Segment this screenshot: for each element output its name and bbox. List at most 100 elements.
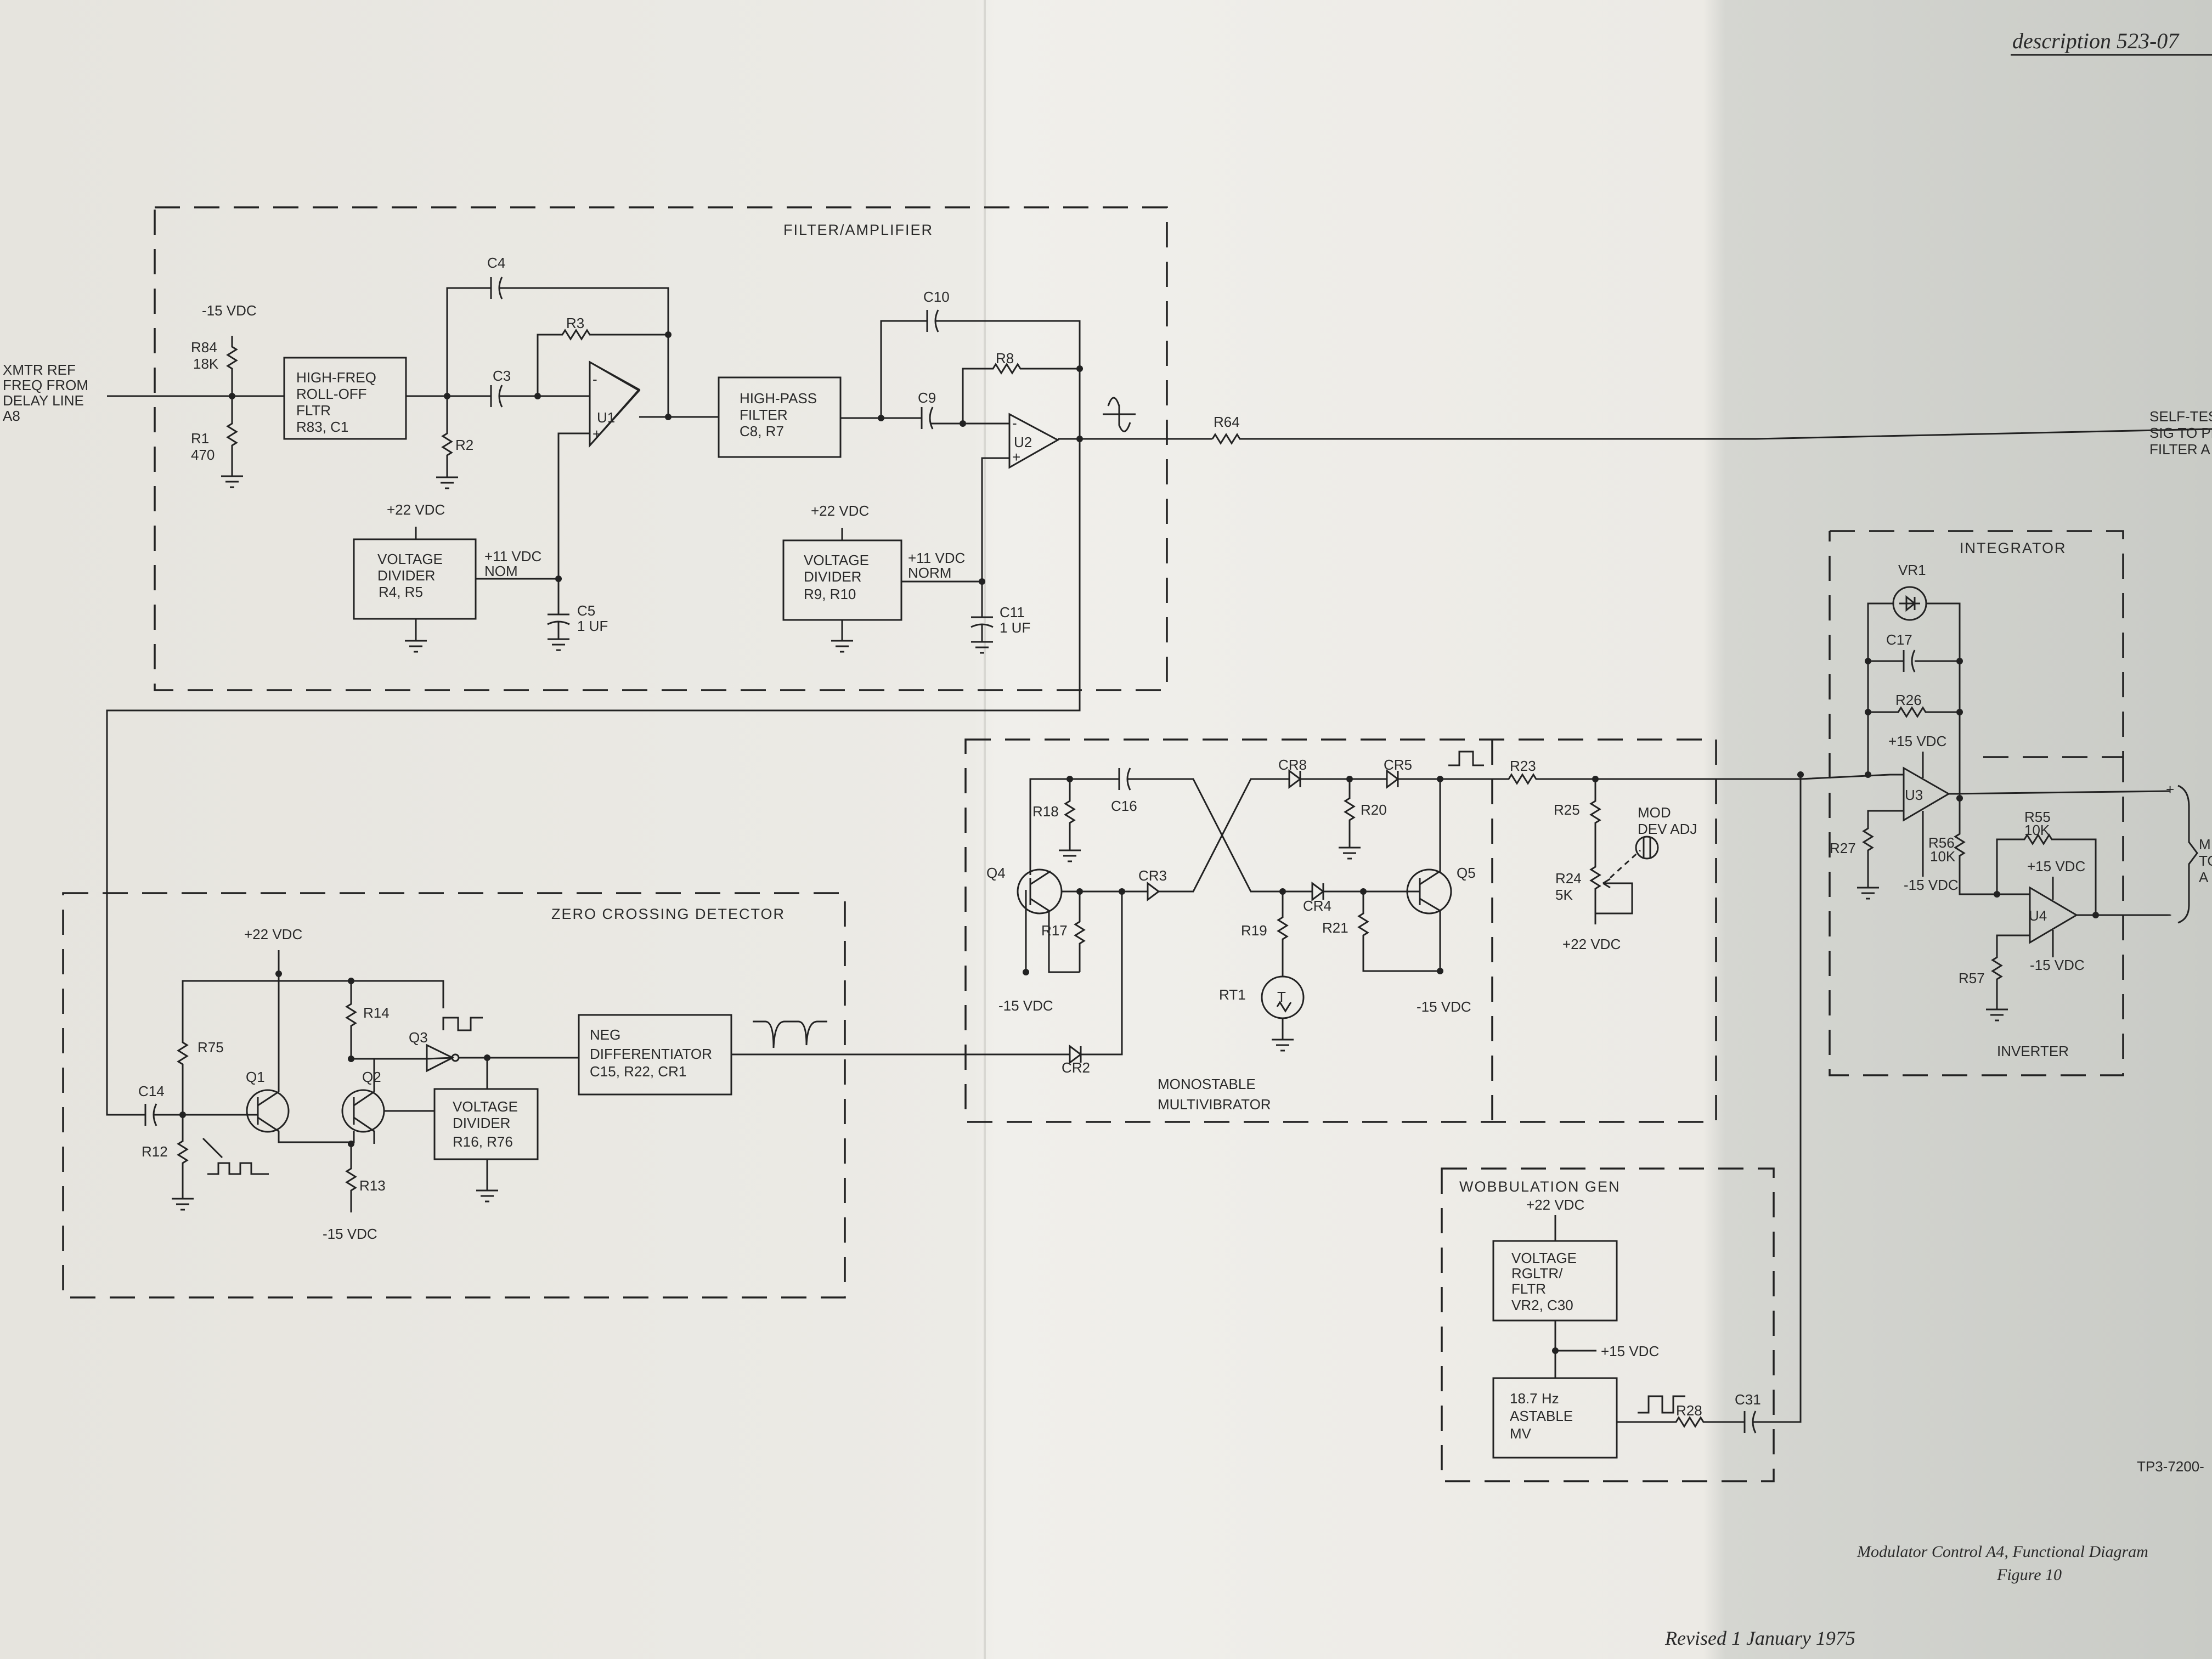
wobbulation-title: WOBBULATION GEN — [1459, 1178, 1621, 1195]
figure-number: Figure 10 — [1996, 1566, 2062, 1584]
hf-rolloff-line-3: FLTR — [296, 402, 331, 419]
cr5-label: CR5 — [1384, 757, 1412, 773]
r24-label: R24 — [1555, 870, 1582, 887]
q1-label: Q1 — [246, 1069, 265, 1085]
q4-supply: -15 VDC — [998, 997, 1053, 1014]
c16-label: C16 — [1111, 798, 1137, 814]
junction — [1865, 709, 1871, 715]
r3-resistor — [537, 329, 668, 396]
r25-label: R25 — [1554, 802, 1580, 818]
c4-feedback-wire — [446, 287, 669, 415]
junction — [1119, 888, 1125, 895]
r18-resistor — [1059, 779, 1081, 862]
u3-opamp — [1903, 766, 1950, 822]
c10-feedback-wire — [880, 320, 1081, 439]
vdiv1-out-voltage: +11 VDC — [484, 548, 541, 565]
r26-resistor — [1868, 706, 1960, 718]
wobbulation-boundary — [1441, 1167, 1775, 1482]
vdiv1-supply: +22 VDC — [387, 501, 445, 518]
figure-ref: TP3-7200- — [2137, 1458, 2204, 1475]
mod-out-label-1: M — [2199, 836, 2211, 853]
q3-inverter — [351, 1043, 455, 1073]
junction — [1076, 365, 1083, 372]
r75-resistor — [177, 980, 444, 1115]
zc-neg-supply: -15 VDC — [323, 1226, 377, 1242]
junction — [1956, 795, 1963, 802]
q5-supply: -15 VDC — [1417, 998, 1471, 1015]
junction — [665, 331, 672, 338]
ground-symbol — [831, 620, 853, 653]
vr1-diode-symbol — [1899, 595, 1920, 612]
q1-transistor — [246, 1089, 290, 1133]
r12-label: R12 — [142, 1143, 168, 1160]
self-test-label-1: SELF-TES — [2149, 408, 2212, 425]
mod-dev-label-2: DEV ADJ — [1638, 821, 1697, 837]
mod-out-label-2: TO — [2199, 853, 2212, 869]
c14-capacitor — [144, 1103, 157, 1126]
mod-dev-label-1: MOD — [1638, 804, 1671, 821]
knob-slot — [1643, 838, 1651, 857]
r27-resistor — [1857, 810, 1904, 900]
integrator-title: INTEGRATOR — [1960, 540, 2067, 556]
r26-label: R26 — [1895, 692, 1922, 708]
zc-supply: +22 VDC — [244, 926, 302, 943]
junction — [1865, 658, 1871, 664]
r21-resistor — [1357, 891, 1440, 972]
u4-neg-supply: -15 VDC — [2030, 957, 2085, 973]
vdiv2-out-voltage: +11 VDC — [908, 550, 965, 566]
r8-label: R8 — [996, 350, 1014, 366]
r2-label: R2 — [455, 437, 473, 453]
waveform-marker — [202, 1137, 223, 1159]
c31-capacitor — [1743, 1410, 1769, 1434]
r1-label: R1 — [191, 430, 209, 447]
r57-resistor — [1986, 934, 2030, 1022]
r8-resistor — [962, 363, 1080, 424]
r75-label: R75 — [198, 1039, 224, 1056]
ground-symbol — [476, 1159, 498, 1203]
cr2-to-monostable-wire — [1081, 891, 1123, 1056]
u2-minus: - — [1012, 415, 1017, 431]
r1-value: 470 — [191, 447, 215, 463]
q4-leads — [1029, 870, 1080, 973]
c5-value: 1 UF — [577, 618, 608, 634]
junction — [1956, 658, 1963, 664]
cr3-diode — [1080, 778, 1289, 901]
ground-symbol — [221, 475, 243, 488]
vdiv1-out-nom: NOM — [484, 563, 518, 579]
c9-capacitor — [921, 407, 934, 430]
vr1-feedback-wire — [1867, 602, 1961, 798]
monostable-title-1: MONOSTABLE — [1158, 1076, 1256, 1092]
q5-leads — [1419, 870, 1441, 971]
rt1-label: RT1 — [1219, 986, 1246, 1003]
ground-symbol — [436, 476, 458, 489]
output-brace — [2177, 785, 2198, 924]
r21-label: R21 — [1322, 919, 1348, 936]
c16-capacitor — [1118, 768, 1131, 791]
voltage-divider-r16-r76-block — [433, 1088, 539, 1160]
vr1-label: VR1 — [1898, 562, 1926, 578]
hf-rolloff-line-2: ROLL-OFF — [296, 386, 367, 402]
r17-resistor — [1062, 890, 1086, 972]
q4-label: Q4 — [986, 865, 1006, 881]
c14-label: C14 — [138, 1083, 165, 1099]
r57-label: R57 — [1959, 970, 1985, 986]
wobbulation-pos15: +15 VDC — [1601, 1343, 1659, 1359]
mod-dev-adj-knob-icon[interactable] — [1635, 836, 1659, 860]
output-plus: + — [2166, 781, 2174, 798]
neg-diff-line-3: C15, R22, CR1 — [590, 1063, 686, 1080]
q2-label: Q2 — [362, 1069, 381, 1085]
r55-value: 10K — [2024, 822, 2050, 838]
input-label-1: XMTR REF — [3, 362, 76, 378]
cr4-diode — [1283, 882, 1420, 901]
hf-rolloff-filter-block — [283, 357, 407, 440]
r55-resistor — [1996, 833, 2097, 913]
r23-label: R23 — [1510, 758, 1536, 774]
figure-caption: Modulator Control A4, Functional Diagram — [1857, 1543, 2148, 1561]
r56-label: R56 — [1928, 834, 1955, 851]
high-pass-line-3: C8, R7 — [740, 423, 784, 439]
revision-date: Revised 1 January 1975 — [1664, 1627, 1855, 1649]
sine-waveform-icon — [1107, 397, 1131, 432]
